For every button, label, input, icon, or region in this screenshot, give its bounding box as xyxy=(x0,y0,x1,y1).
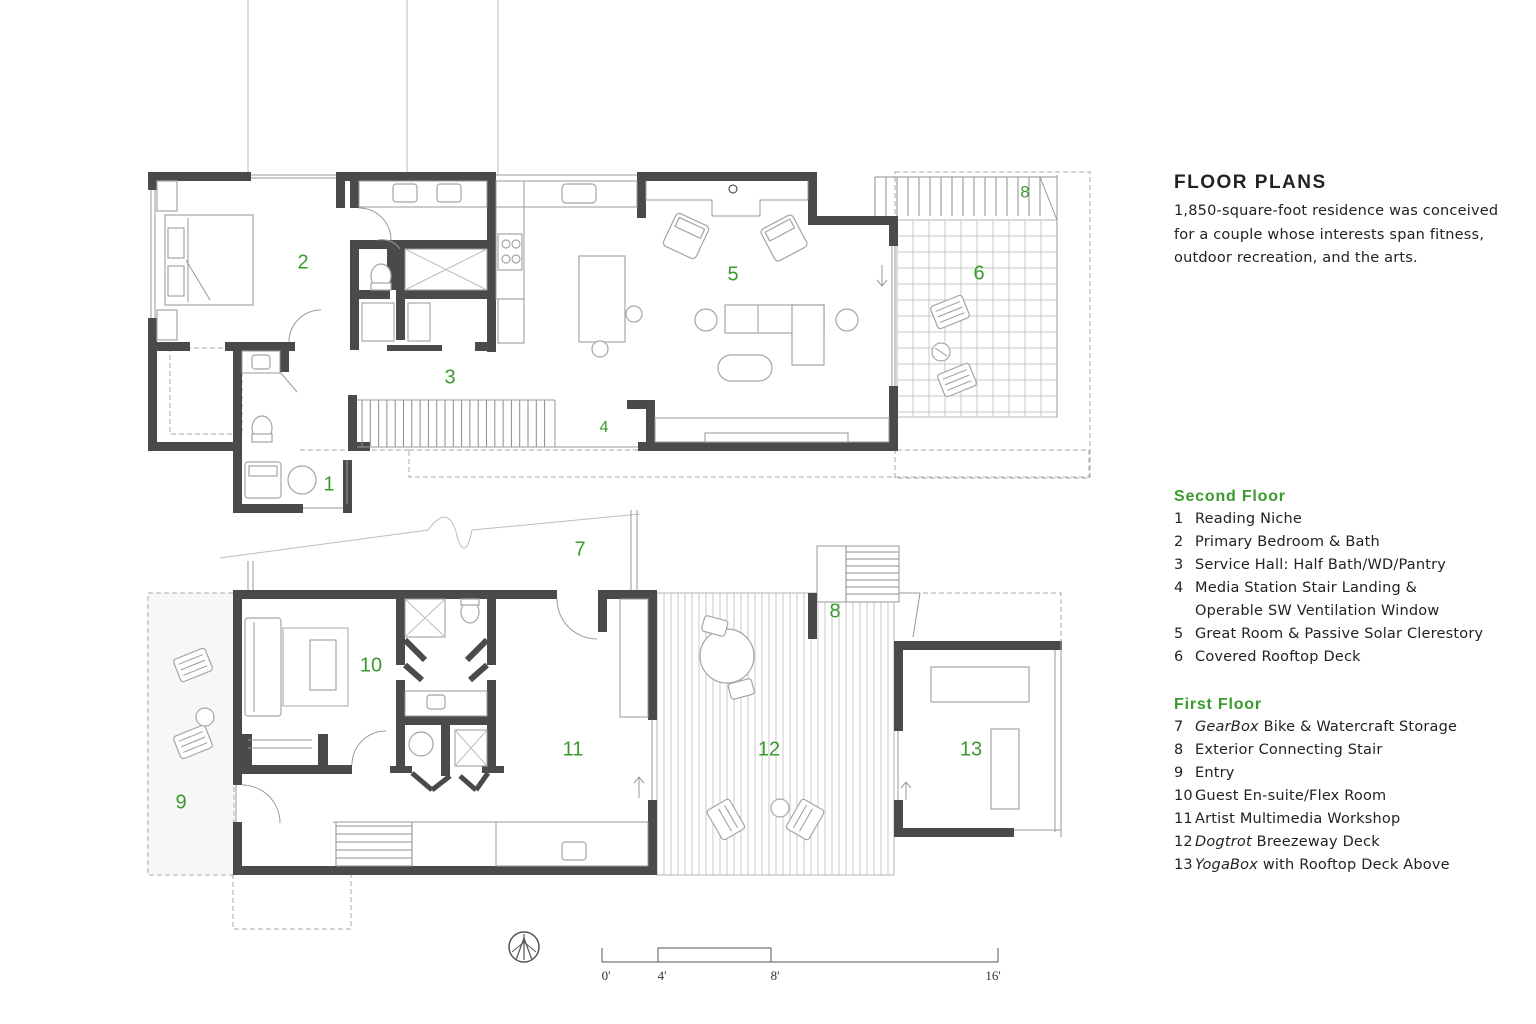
legend-item-label: Entry xyxy=(1195,762,1534,785)
legend-item-number: 11 xyxy=(1174,811,1193,827)
scale-label-8: 8' xyxy=(771,968,780,983)
legend-item-number: 2 xyxy=(1174,534,1184,550)
page-title: FLOOR PLANS xyxy=(1174,172,1327,193)
description-line: outdoor recreation, and the arts. xyxy=(1174,250,1418,266)
room-label-6: 6 xyxy=(973,262,984,284)
room-label-4: 4 xyxy=(600,419,609,436)
description-line: 1,850-square-foot residence was conceive… xyxy=(1174,203,1499,219)
room-label-13: 13 xyxy=(960,738,982,760)
legend-list: 1 Reading Niche 2 Primary Bedroom & Bath 3 Se… xyxy=(1174,508,1534,669)
legend-item-text: Primary Bedroom & Bath xyxy=(1195,534,1380,550)
legend-item: 6 Covered Rooftop Deck xyxy=(1174,646,1534,669)
legend-item-text: Operable SW Ventilation Window xyxy=(1195,603,1440,619)
legend-item-label: Exterior Connecting Stair xyxy=(1195,739,1534,762)
legend-item-label: Service Hall: Half Bath/WD/Pantry xyxy=(1195,554,1534,577)
legend-item-italic-name: GearBox xyxy=(1195,719,1259,735)
legend-item-number: 10 xyxy=(1174,788,1193,804)
room-label-8-upper: 8 xyxy=(1020,182,1029,201)
second-floor-plan xyxy=(148,0,1091,513)
scale-label-4: 4' xyxy=(658,968,667,983)
legend-item-text: Entry xyxy=(1195,765,1235,781)
legend-item-number: 5 xyxy=(1174,626,1184,642)
interior-stair-upper xyxy=(361,400,546,447)
room-label-11: 11 xyxy=(563,738,584,760)
legend-item-text: Great Room & Passive Solar Clerestory xyxy=(1195,626,1484,642)
description-panel: FLOOR PLANS 1,850-square-foot residence … xyxy=(1174,172,1524,271)
room-label-12: 12 xyxy=(758,738,780,760)
scale-label-16: 16' xyxy=(985,968,1000,983)
room-label-10: 10 xyxy=(360,654,382,676)
room-label-9: 9 xyxy=(175,791,186,813)
legend-item-label: Operable SW Ventilation Window xyxy=(1195,600,1534,623)
legend-item-text: Guest En-suite/Flex Room xyxy=(1195,788,1387,804)
legend-item-label: YogaBox with Rooftop Deck Above xyxy=(1195,854,1534,877)
legend-item: Operable SW Ventilation Window xyxy=(1174,600,1534,623)
legend-item-text: Artist Multimedia Workshop xyxy=(1195,811,1401,827)
scale-bar: 0' 4' 8' 16' xyxy=(601,947,1001,983)
legend-item: 9 Entry xyxy=(1174,762,1534,785)
room-label-7: 7 xyxy=(574,538,585,560)
room-label-2: 2 xyxy=(297,251,308,273)
legend-item-label: GearBox Bike & Watercraft Storage xyxy=(1195,716,1534,739)
legend-item-number: 13 xyxy=(1174,857,1193,873)
legend-item-text: Reading Niche xyxy=(1195,511,1303,527)
north-arrow-icon xyxy=(508,931,540,963)
legend-item: 2 Primary Bedroom & Bath xyxy=(1174,531,1534,554)
legend-item-label: Guest En-suite/Flex Room xyxy=(1195,785,1534,808)
legend-heading-second-floor: Second Floor xyxy=(1174,488,1286,505)
legend-item-text: Media Station Stair Landing & xyxy=(1195,580,1418,596)
room-label-1: 1 xyxy=(323,473,334,495)
description-line: for a couple whose interests span fitnes… xyxy=(1174,226,1485,243)
legend-item: 1 Reading Niche xyxy=(1174,508,1534,531)
dogtrot-breezeway-deck xyxy=(663,593,889,875)
scale-label-0: 0' xyxy=(602,968,611,983)
room-label-8-lower: 8 xyxy=(829,600,840,622)
legend-item-number: 1 xyxy=(1174,511,1184,527)
legend-item-text: Breezeway Deck xyxy=(1251,834,1380,850)
legend-item-number: 12 xyxy=(1174,834,1193,850)
room-label-5: 5 xyxy=(727,263,738,285)
legend-item: 5 Great Room & Passive Solar Clerestory xyxy=(1174,623,1534,646)
legend-item-text: Service Hall: Half Bath/WD/Pantry xyxy=(1195,557,1447,573)
legend-item-text: Bike & Watercraft Storage xyxy=(1258,719,1458,735)
legend-item-label: Primary Bedroom & Bath xyxy=(1195,531,1534,554)
legend-item-label: Covered Rooftop Deck xyxy=(1195,646,1534,669)
legend-list: 7 GearBox Bike & Watercraft Storage 8 Exter… xyxy=(1174,716,1534,877)
legend-item-label: Dogtrot Breezeway Deck xyxy=(1195,831,1534,854)
legend-item-label: Artist Multimedia Workshop xyxy=(1195,808,1534,831)
legend-item-number: 3 xyxy=(1174,557,1184,573)
legend-item: 3 Service Hall: Half Bath/WD/Pantry xyxy=(1174,554,1534,577)
legend-item-number: 7 xyxy=(1174,719,1184,735)
room-label-3: 3 xyxy=(444,366,455,388)
legend-item-text: with Rooftop Deck Above xyxy=(1258,857,1450,873)
legend-item-number: 4 xyxy=(1174,580,1184,596)
legend-item-text: Exterior Connecting Stair xyxy=(1195,742,1383,758)
legend-heading-first-floor: First Floor xyxy=(1174,696,1262,713)
first-floor-plan xyxy=(147,510,1062,930)
legend-item: 8 Exterior Connecting Stair xyxy=(1174,739,1534,762)
room-labels: 1 2 3 4 5 6 8 7 8 9 10 11 12 13 xyxy=(175,182,1029,813)
legend-item-italic-name: Dogtrot xyxy=(1195,834,1252,850)
legend-item-italic-name: YogaBox xyxy=(1195,857,1259,873)
legend-item-number: 9 xyxy=(1174,765,1184,781)
legend-item-label: Media Station Stair Landing & xyxy=(1195,577,1534,600)
description-text: 1,850-square-foot residence was conceive… xyxy=(1174,200,1524,271)
legend-item-number xyxy=(1174,600,1195,623)
legend-first-floor: First Floor 7 GearBox Bike & Watercraft S… xyxy=(1174,696,1534,877)
interior-stair-lower xyxy=(335,822,413,867)
legend-item: 4 Media Station Stair Landing & xyxy=(1174,577,1534,600)
legend-item-label: Great Room & Passive Solar Clerestory xyxy=(1195,623,1534,646)
legend-item-number: 6 xyxy=(1174,649,1184,665)
legend-item: 7 GearBox Bike & Watercraft Storage xyxy=(1174,716,1534,739)
legend-item-label: Reading Niche xyxy=(1195,508,1534,531)
legend-second-floor: Second Floor 1 Reading Niche 2 Primary Bedr… xyxy=(1174,488,1534,669)
covered-rooftop-deck xyxy=(874,171,1091,479)
legend-item-text: Covered Rooftop Deck xyxy=(1195,649,1361,665)
legend-item-number: 8 xyxy=(1174,742,1184,758)
